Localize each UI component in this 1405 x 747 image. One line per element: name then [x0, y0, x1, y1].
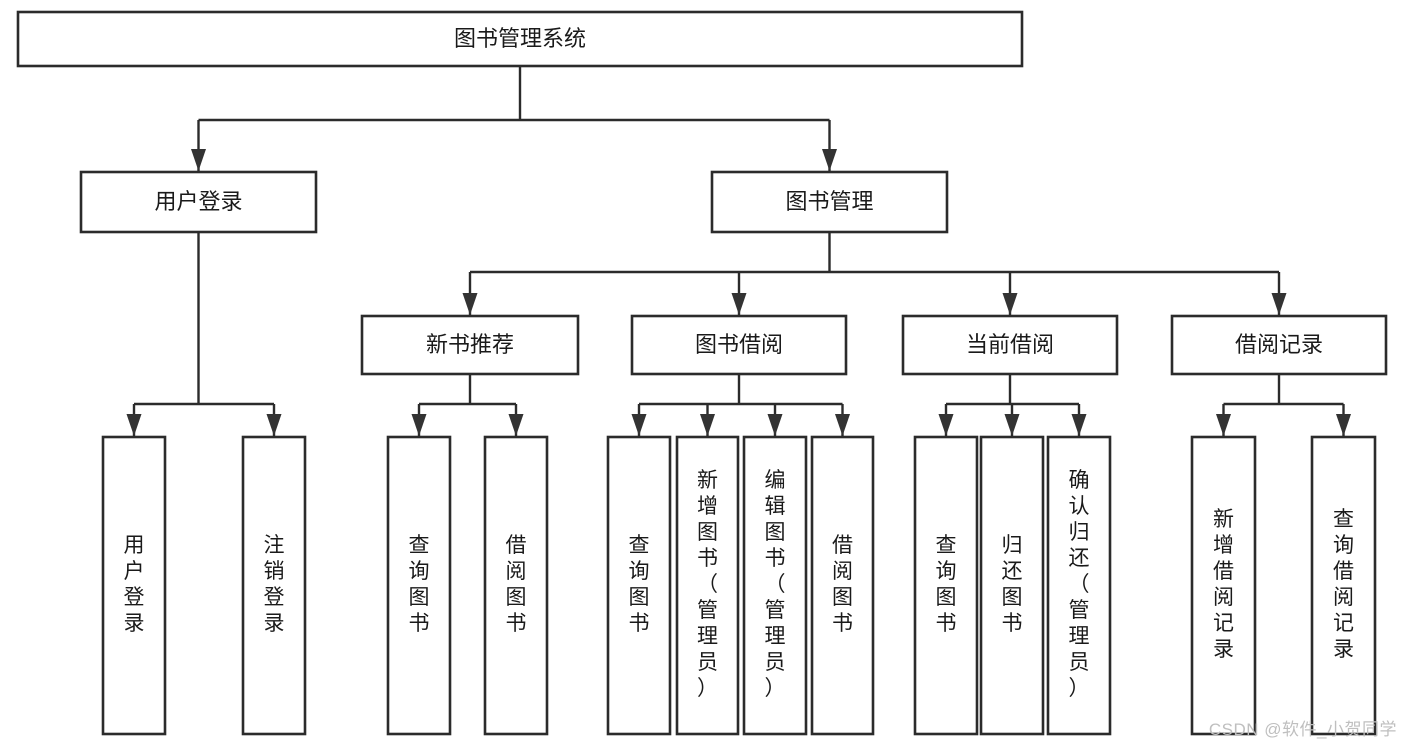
node-leaf-rec-borrow-book[interactable]: 借阅图书: [483, 435, 549, 736]
connector-group-user-login: [126, 232, 282, 436]
node-book-borrow[interactable]: 图书借阅: [630, 314, 848, 376]
node-label: 注销登录: [264, 534, 285, 635]
node-label: 新书推荐: [426, 332, 514, 357]
connector-group-current-borrow: [938, 374, 1087, 436]
node-label: 归还图书: [1002, 534, 1023, 635]
node-box: [1170, 314, 1388, 376]
node-leaf-borrow-add-book[interactable]: 新增图书（管理员）: [675, 435, 740, 736]
node-leaf-user-logout[interactable]: 注销登录: [241, 435, 307, 736]
node-box: [386, 435, 452, 736]
node-leaf-record-add[interactable]: 新增借阅记录: [1190, 435, 1257, 736]
node-label: 用户登录: [124, 534, 145, 635]
arrow-head-icon: [1002, 293, 1018, 315]
connector-group-book-manage: [462, 232, 1287, 315]
node-leaf-borrow-borrow-book[interactable]: 借阅图书: [810, 435, 875, 736]
node-label: 当前借阅: [966, 332, 1054, 357]
arrow-head-icon: [191, 149, 206, 171]
arrow-head-icon: [631, 414, 647, 436]
node-box: [606, 435, 672, 736]
node-label: 用户登录: [154, 189, 242, 214]
node-label: 查询图书: [629, 534, 650, 635]
arrow-head-icon: [938, 414, 954, 436]
arrow-head-icon: [767, 414, 783, 436]
node-leaf-borrow-query-book[interactable]: 查询图书: [606, 435, 672, 736]
node-box: [360, 314, 580, 376]
arrow-head-icon: [1271, 293, 1287, 315]
node-label: 图书借阅: [695, 332, 783, 357]
connector-group-root: [191, 66, 837, 171]
node-box: [901, 314, 1119, 376]
node-borrow-record[interactable]: 借阅记录: [1170, 314, 1388, 376]
node-box: [913, 435, 979, 736]
node-label: 图书管理: [785, 189, 873, 214]
node-user-login[interactable]: 用户登录: [79, 170, 318, 234]
node-box: [742, 435, 808, 736]
node-new-book-rec[interactable]: 新书推荐: [360, 314, 580, 376]
node-leaf-current-query-book[interactable]: 查询图书: [913, 435, 979, 736]
node-box: [675, 435, 740, 736]
node-box: [241, 435, 307, 736]
node-leaf-record-query[interactable]: 查询借阅记录: [1310, 435, 1377, 736]
node-label: 新增借阅记录: [1213, 508, 1234, 661]
node-root[interactable]: 图书管理系统: [16, 10, 1024, 68]
node-book-manage[interactable]: 图书管理: [710, 170, 949, 234]
connector-group-new-book-rec: [411, 374, 524, 436]
node-box: [16, 10, 1024, 68]
node-box: [1046, 435, 1112, 736]
arrow-head-icon: [126, 414, 142, 436]
node-box: [630, 314, 848, 376]
node-label: 新增图书（管理员）: [697, 469, 718, 700]
node-leaf-user-login[interactable]: 用户登录: [101, 435, 167, 736]
arrow-head-icon: [700, 414, 715, 436]
arrow-head-icon: [411, 414, 427, 436]
node-label: 查询借阅记录: [1333, 508, 1354, 661]
csdn-watermark: CSDN @软件_小贺同学: [1208, 720, 1397, 739]
arrow-head-icon: [508, 414, 524, 436]
node-box: [1190, 435, 1257, 736]
nodes-layer: 图书管理系统用户登录图书管理新书推荐图书借阅当前借阅借阅记录用户登录注销登录查询…: [16, 10, 1388, 736]
arrow-head-icon: [462, 293, 478, 315]
node-leaf-borrow-edit-book[interactable]: 编辑图书（管理员）: [742, 435, 808, 736]
arrow-head-icon: [822, 149, 837, 171]
arrow-head-icon: [835, 414, 850, 436]
node-box: [483, 435, 549, 736]
node-label: 查询图书: [409, 534, 430, 635]
node-leaf-rec-query-book[interactable]: 查询图书: [386, 435, 452, 736]
node-box: [979, 435, 1045, 736]
node-box: [101, 435, 167, 736]
arrow-head-icon: [1336, 414, 1351, 436]
node-current-borrow[interactable]: 当前借阅: [901, 314, 1119, 376]
connector-group-borrow-record: [1216, 374, 1351, 436]
node-box: [79, 170, 318, 234]
arrow-head-icon: [1004, 414, 1020, 436]
arrow-head-icon: [731, 293, 747, 315]
node-label: 确认归还（管理员）: [1069, 469, 1090, 700]
connectors-layer: [126, 66, 1351, 436]
node-label: 借阅图书: [506, 534, 527, 635]
connector-group-book-borrow: [631, 374, 850, 436]
arrow-head-icon: [266, 414, 282, 436]
node-box: [810, 435, 875, 736]
node-box: [710, 170, 949, 234]
node-label: 借阅图书: [832, 534, 853, 635]
node-leaf-current-confirm-return[interactable]: 确认归还（管理员）: [1046, 435, 1112, 736]
node-label: 借阅记录: [1235, 332, 1323, 357]
arrow-head-icon: [1071, 414, 1087, 436]
node-label: 编辑图书（管理员）: [765, 469, 786, 700]
node-label: 图书管理系统: [454, 26, 586, 51]
arrow-head-icon: [1216, 414, 1231, 436]
node-leaf-current-return-book[interactable]: 归还图书: [979, 435, 1045, 736]
node-box: [1310, 435, 1377, 736]
node-label: 查询图书: [936, 534, 957, 635]
